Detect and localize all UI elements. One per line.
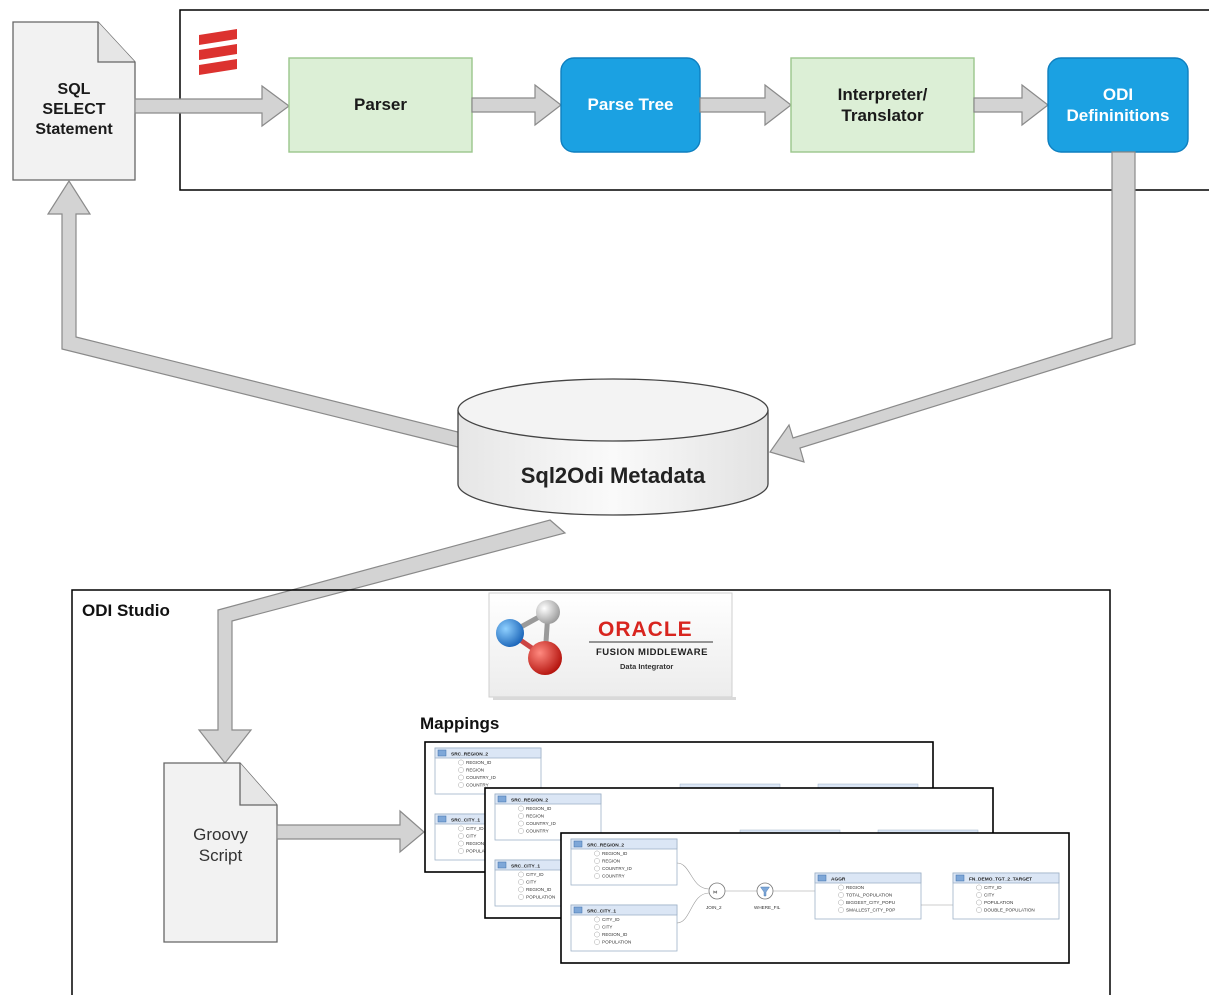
- src-region-table-col: COUNTRY_ID: [466, 775, 496, 780]
- arrow-metadata-to-sql: [46, 179, 463, 448]
- src-city-table-col: CITY: [526, 880, 536, 885]
- arrow-interpreter-to-odidefs: [973, 83, 1049, 127]
- aggr-table-col: TOTAL_POPULATION: [846, 893, 892, 898]
- oracle-wordmark: ORACLE: [598, 618, 693, 641]
- src-city-table-col: CITY: [602, 925, 612, 930]
- target-table-name: FN_DEMO_TGT_2_TARGET: [969, 877, 1032, 883]
- mappings-stack: SRC_REGION_2REGION_IDREGIONCOUNTRY_IDCOU…: [424, 741, 1070, 964]
- mappings-title: Mappings: [420, 714, 500, 733]
- interpreter-node: [790, 57, 975, 153]
- src-city-table-col: CITY: [466, 834, 476, 839]
- odi-definitions-node: [1047, 57, 1189, 153]
- src-region-table-name: SRC_REGION_2: [451, 752, 488, 758]
- target-table-col: CITY_ID: [984, 885, 1002, 890]
- src-region-table-col: COUNTRY_ID: [526, 821, 556, 826]
- src-city-table-col: POPULATION: [602, 940, 631, 945]
- src-region-table-col: REGION: [466, 768, 484, 773]
- aggr-table-name: AGGR: [831, 877, 846, 883]
- src-city-table-col: CITY_ID: [526, 872, 544, 877]
- target-table-col: DOUBLE_POPULATION: [984, 908, 1035, 913]
- grey-ball-icon: [536, 600, 560, 624]
- src-city-table-name: SRC_CITY_1: [587, 909, 616, 915]
- arrow-parsetree-to-interpreter: [699, 83, 792, 127]
- src-region-table-col: COUNTRY: [526, 829, 549, 834]
- target-table-col: CITY: [984, 893, 994, 898]
- odi-studio-title: ODI Studio: [82, 601, 170, 620]
- metadata-database-icon: [457, 378, 769, 516]
- src-region-table-name: SRC_REGION_2: [587, 843, 624, 849]
- red-ball-icon: [528, 641, 562, 675]
- groovy-script-document: [163, 762, 278, 943]
- src-region-table-col: COUNTRY: [466, 783, 489, 788]
- src-city-table-col: REGION_ID: [602, 932, 628, 937]
- parser-node: [288, 57, 473, 153]
- oracle-fusion-logo: [488, 592, 736, 700]
- src-region-table-col: REGION: [526, 814, 544, 819]
- arrow-groovy-to-mappings: [276, 809, 425, 854]
- src-region-table-col: REGION_ID: [466, 760, 492, 765]
- arrow-parser-to-parsetree: [471, 83, 562, 127]
- src-city-table-col: POPULATION: [526, 895, 555, 900]
- src-city-table-name: SRC_CITY_1: [451, 818, 480, 824]
- src-region-table-col: REGION: [602, 859, 620, 864]
- src-city-table-col: CITY_ID: [602, 917, 620, 922]
- data-integrator-text: Data Integrator: [620, 662, 674, 671]
- aggr-table-col: SMALLEST_CITY_POP: [846, 908, 895, 913]
- target-table-col: POPULATION: [984, 900, 1013, 905]
- join-label: JOIN_2: [706, 905, 722, 910]
- src-city-table-col: CITY_ID: [466, 826, 484, 831]
- src-city-table-name: SRC_CITY_1: [511, 864, 540, 870]
- arrow-sql-to-parser: [134, 84, 291, 128]
- aggr-table-col: BIGGEST_CITY_POPU: [846, 900, 895, 905]
- src-region-table-col: COUNTRY_ID: [602, 866, 632, 871]
- fusion-middleware-text: FUSION MIDDLEWARE: [596, 647, 708, 658]
- arrow-odidefs-to-metadata: [769, 151, 1136, 463]
- scala-logo-icon: [199, 29, 237, 75]
- src-region-table-col: REGION_ID: [602, 851, 628, 856]
- src-city-table-col: REGION_ID: [526, 887, 552, 892]
- src-city-table-col: POPULATION: [466, 849, 495, 854]
- blue-ball-icon: [496, 619, 524, 647]
- src-city-table-col: REGION_ID: [466, 841, 492, 846]
- svg-text:⋈: ⋈: [713, 890, 718, 895]
- src-region-table-col: COUNTRY: [602, 874, 625, 879]
- parse-tree-node: [560, 57, 701, 153]
- target-table: FN_DEMO_TGT_2_TARGET CITY_ID CITY POPULATIO…: [952, 872, 1060, 920]
- arrow-metadata-to-groovy: [197, 519, 567, 764]
- src-region-table-col: REGION_ID: [526, 806, 552, 811]
- filter-label: WHERE_FIL: [754, 905, 781, 910]
- odi-studio-frame: [71, 589, 1111, 995]
- aggr-table-col: REGION: [846, 885, 864, 890]
- src-region-table-name: SRC_REGION_2: [511, 798, 548, 804]
